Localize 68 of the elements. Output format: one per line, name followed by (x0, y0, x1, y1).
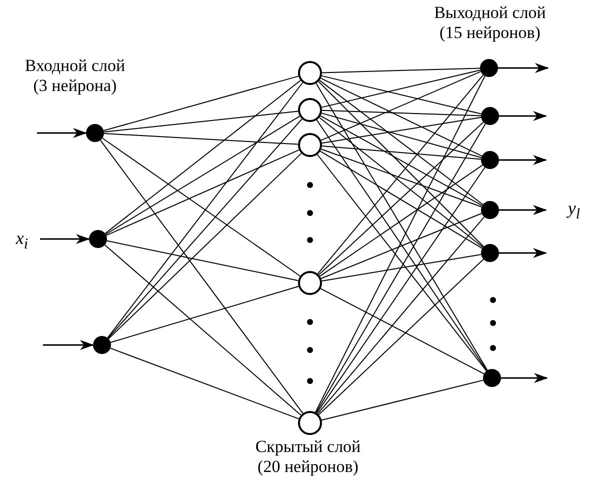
connection-line (108, 118, 302, 339)
connection-line (320, 78, 482, 157)
connection-line (316, 166, 486, 414)
arrow (499, 205, 547, 215)
connection-line (103, 110, 299, 132)
variable-label: x$_{i}$ (14, 228, 30, 255)
connection-line (320, 71, 482, 141)
connection-line (110, 286, 299, 343)
layer-label: Входной слой (3 нейрона) (24, 56, 126, 96)
connection-line (318, 81, 484, 248)
connection-line (321, 116, 482, 144)
arrow (499, 155, 547, 165)
connection-line (322, 110, 482, 116)
connection-line (318, 122, 484, 276)
connection-line (321, 380, 484, 421)
neuron-dot (93, 336, 111, 354)
arrow (37, 128, 87, 138)
connection-line (104, 133, 298, 145)
connection-line (321, 112, 482, 158)
connection-line (320, 288, 484, 374)
connection-line (104, 80, 302, 234)
neuron-dot (480, 59, 498, 77)
neuron-dot (86, 124, 104, 142)
layer-label: Скрытый слой (20 нейронов) (254, 437, 362, 477)
connection-line (102, 138, 301, 277)
connection-line (100, 140, 304, 414)
connection-line (317, 216, 485, 414)
arrow (40, 234, 90, 244)
connection-line (110, 348, 300, 420)
arrow (499, 248, 547, 258)
connection-line (103, 76, 299, 132)
neuron-circle (298, 98, 322, 122)
connection-line (321, 70, 481, 108)
connection-line (105, 116, 300, 235)
neuron-circle (298, 271, 322, 295)
connection-line (106, 240, 299, 282)
neuron-circle (298, 411, 322, 435)
connection-line (320, 212, 482, 279)
neuron-dot (483, 369, 501, 387)
connection-line (321, 254, 482, 282)
neuron-dot (481, 244, 499, 262)
connection-line (318, 258, 484, 416)
arrow (43, 340, 94, 350)
variable-label: y$_{l}$ (566, 198, 582, 225)
arrow (501, 373, 548, 383)
arrow (498, 63, 549, 73)
connection-line (321, 75, 482, 114)
connection-line (108, 152, 302, 340)
neuron-dot (481, 151, 499, 169)
connection-line (319, 164, 484, 277)
connection-line (104, 244, 302, 416)
connection-line (320, 115, 483, 206)
connection-line (106, 149, 300, 236)
connection-line (320, 148, 482, 208)
connection-line (317, 74, 484, 274)
arrow (499, 111, 547, 121)
layer-label: Выходной слой (15 нейронов) (433, 3, 547, 43)
connection-line (322, 68, 480, 74)
neuron-circle (298, 133, 322, 157)
connection-line (319, 80, 484, 205)
connection-line (318, 117, 484, 248)
neuron-dot (89, 230, 107, 248)
neuron-dot (481, 201, 499, 219)
connection-line (107, 82, 304, 338)
neuron-circle (298, 61, 322, 85)
connection-line (322, 146, 482, 160)
neuron-dot (481, 107, 499, 125)
connection-line (320, 150, 483, 249)
